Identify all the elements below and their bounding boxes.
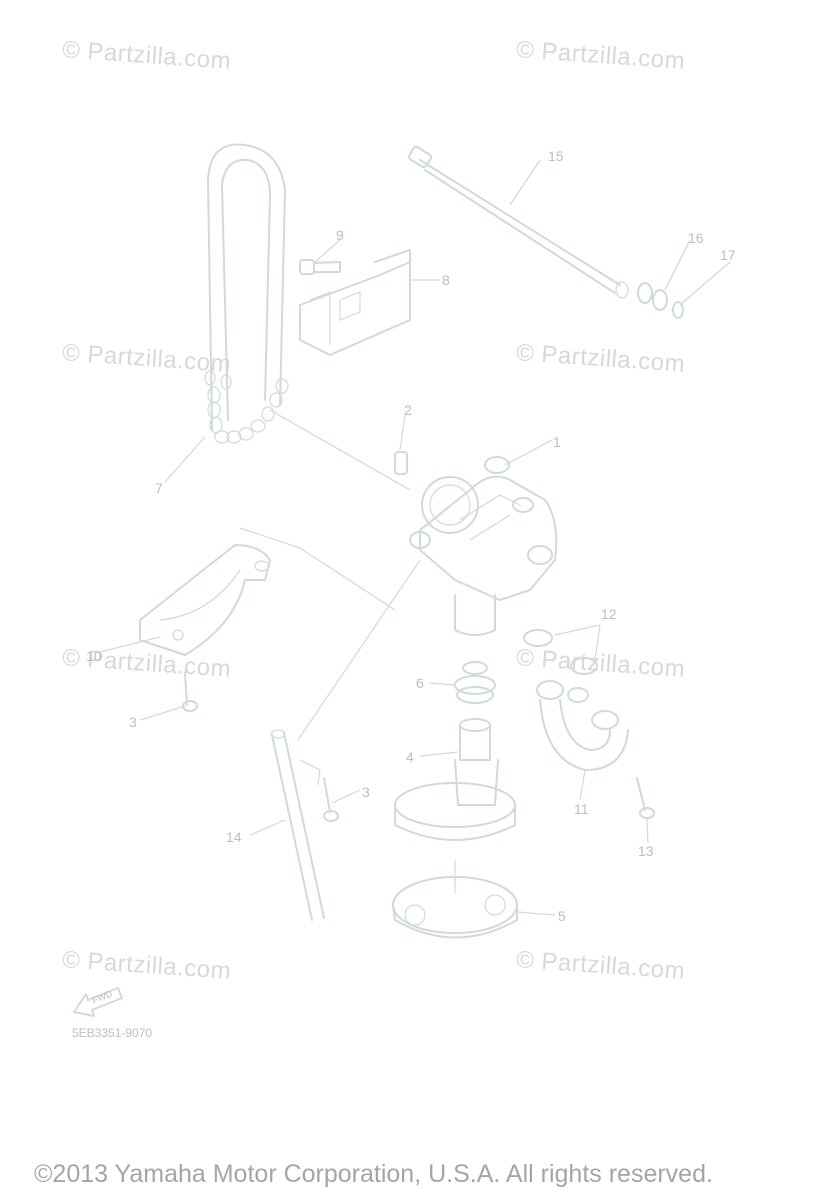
fwd-arrow-icon bbox=[73, 987, 123, 1017]
callout-15: 15 bbox=[548, 148, 564, 164]
callout-5: 5 bbox=[558, 908, 566, 924]
callout-3-left: 3 bbox=[129, 714, 137, 730]
part-16-17-o-rings bbox=[637, 282, 684, 319]
callout-10: 10 bbox=[86, 648, 102, 664]
part-9-bolt bbox=[299, 259, 341, 275]
callout-6: 6 bbox=[416, 675, 424, 691]
part-15-shaft bbox=[407, 145, 629, 299]
callout-7: 7 bbox=[155, 480, 163, 496]
copyright-notice: ©2013 Yamaha Motor Corporation, U.S.A. A… bbox=[34, 1160, 713, 1188]
part-13-bolt bbox=[636, 777, 655, 819]
callout-2: 2 bbox=[404, 402, 412, 418]
callout-9: 9 bbox=[336, 227, 344, 243]
part-11-pipe bbox=[536, 680, 629, 771]
callout-17: 17 bbox=[720, 247, 736, 263]
part-6-plug bbox=[454, 661, 496, 704]
callout-16: 16 bbox=[688, 230, 704, 246]
callout-13: 13 bbox=[638, 843, 654, 859]
part-4-strainer-body bbox=[394, 718, 516, 841]
part-12-gaskets bbox=[523, 629, 598, 675]
callout-3-right: 3 bbox=[362, 784, 370, 800]
callout-11: 11 bbox=[574, 801, 589, 817]
part-7-chain bbox=[204, 143, 289, 444]
callout-1: 1 bbox=[553, 434, 561, 450]
part-10-bracket bbox=[139, 544, 271, 656]
callout-12: 12 bbox=[601, 606, 617, 622]
part-1-oil-pump bbox=[409, 456, 558, 636]
leader-lines bbox=[99, 159, 731, 916]
diagram-code: 5EB3351-9070 bbox=[72, 1026, 153, 1040]
part-8-chain-guide bbox=[299, 249, 411, 356]
callout-4: 4 bbox=[406, 749, 414, 765]
part-3-bolt-right bbox=[323, 777, 339, 822]
callout-8: 8 bbox=[442, 272, 450, 288]
part-14-rod bbox=[270, 729, 325, 921]
part-2-dowel-pin bbox=[394, 451, 408, 475]
callout-14: 14 bbox=[226, 829, 242, 845]
